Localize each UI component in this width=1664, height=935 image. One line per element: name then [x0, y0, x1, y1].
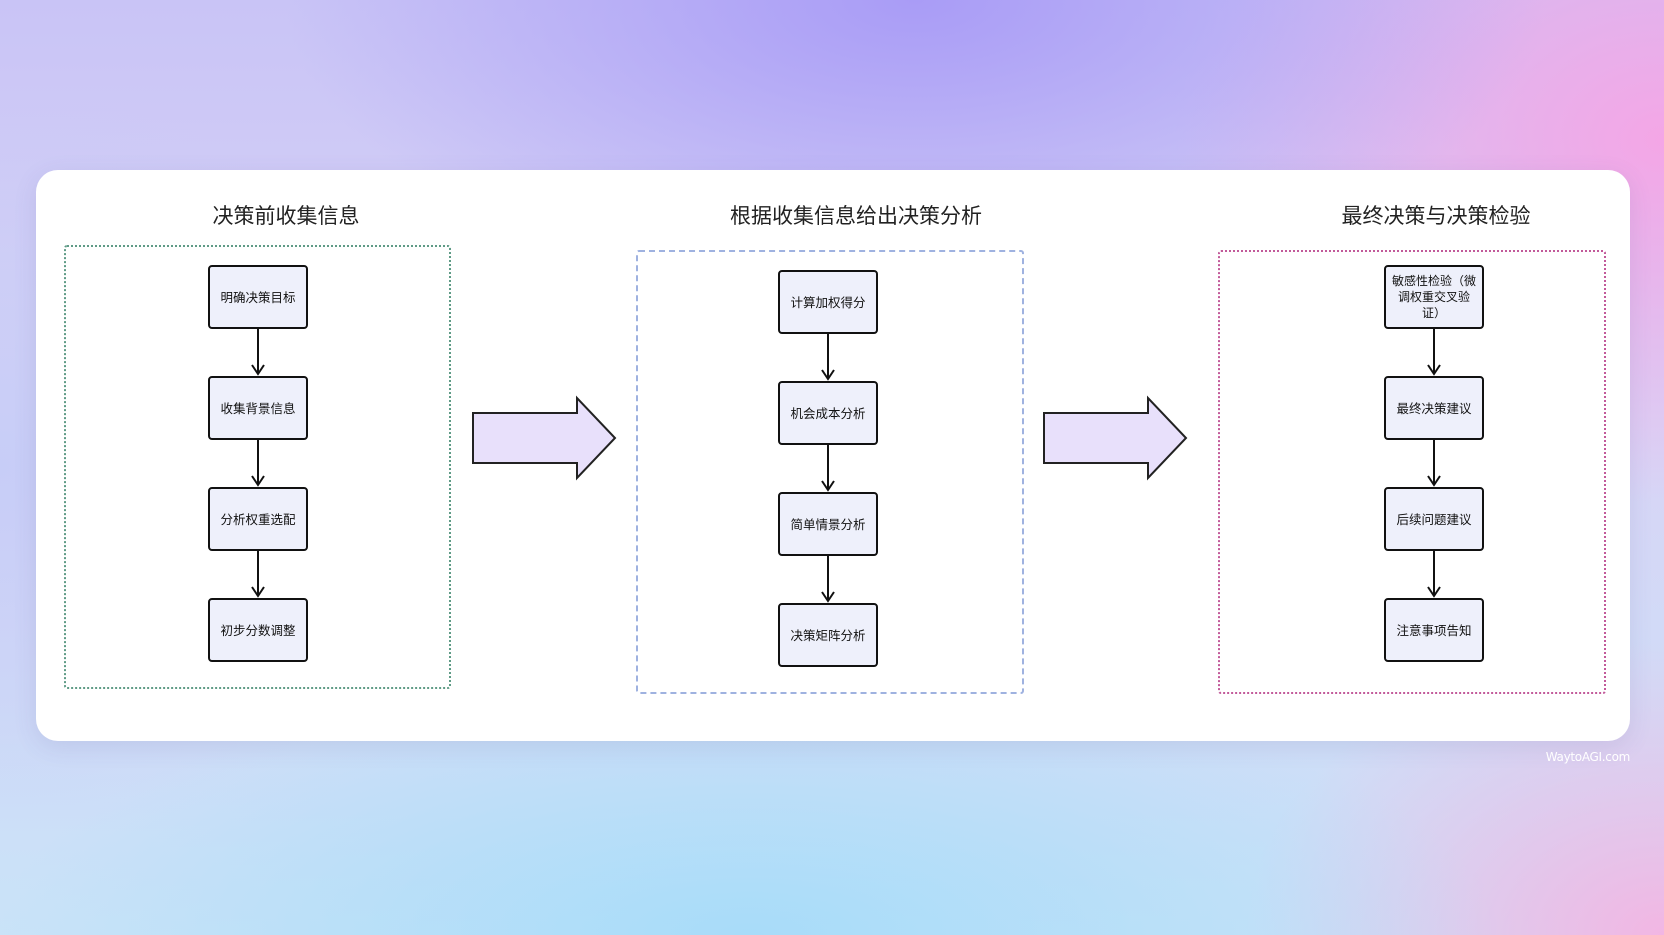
diagram-card: 决策前收集信息 明确决策目标 收集背景信息 分析权重选配 初步分数调整 根据收集…	[36, 170, 1630, 741]
flow-arrow	[251, 440, 265, 487]
step-sensitivity-check: 敏感性检验（微调权重交叉验证）	[1384, 265, 1484, 329]
step-followup-suggestions: 后续问题建议	[1384, 487, 1484, 551]
step-collect-background: 收集背景信息	[208, 376, 308, 440]
step-notes: 注意事项告知	[1384, 598, 1484, 662]
big-right-arrow-1	[472, 395, 617, 481]
step-weighted-score: 计算加权得分	[778, 270, 878, 334]
step-analyze-weights: 分析权重选配	[208, 487, 308, 551]
flow-arrow	[821, 334, 835, 381]
step-adjust-scores: 初步分数调整	[208, 598, 308, 662]
step-opportunity-cost: 机会成本分析	[778, 381, 878, 445]
stage-2-title: 根据收集信息给出决策分析	[730, 204, 982, 228]
stage-1-title: 决策前收集信息	[212, 204, 360, 228]
stage-3-container	[1218, 250, 1606, 694]
stage-3-title: 最终决策与决策检验	[1341, 204, 1531, 228]
flow-arrow	[1427, 329, 1441, 376]
watermark: WaytoAGI.com	[1545, 750, 1631, 764]
flow-arrow	[251, 329, 265, 376]
flow-arrow	[251, 551, 265, 598]
stage-1-container	[64, 245, 451, 689]
step-decision-matrix: 决策矩阵分析	[778, 603, 878, 667]
flow-arrow	[1427, 551, 1441, 598]
big-right-arrow-2	[1043, 395, 1188, 481]
flow-arrow	[821, 445, 835, 492]
step-scenario-analysis: 简单情景分析	[778, 492, 878, 556]
flow-arrow	[821, 556, 835, 603]
step-clarify-goal: 明确决策目标	[208, 265, 308, 329]
step-final-recommendation: 最终决策建议	[1384, 376, 1484, 440]
flow-arrow	[1427, 440, 1441, 487]
stage-2-container	[636, 250, 1024, 694]
